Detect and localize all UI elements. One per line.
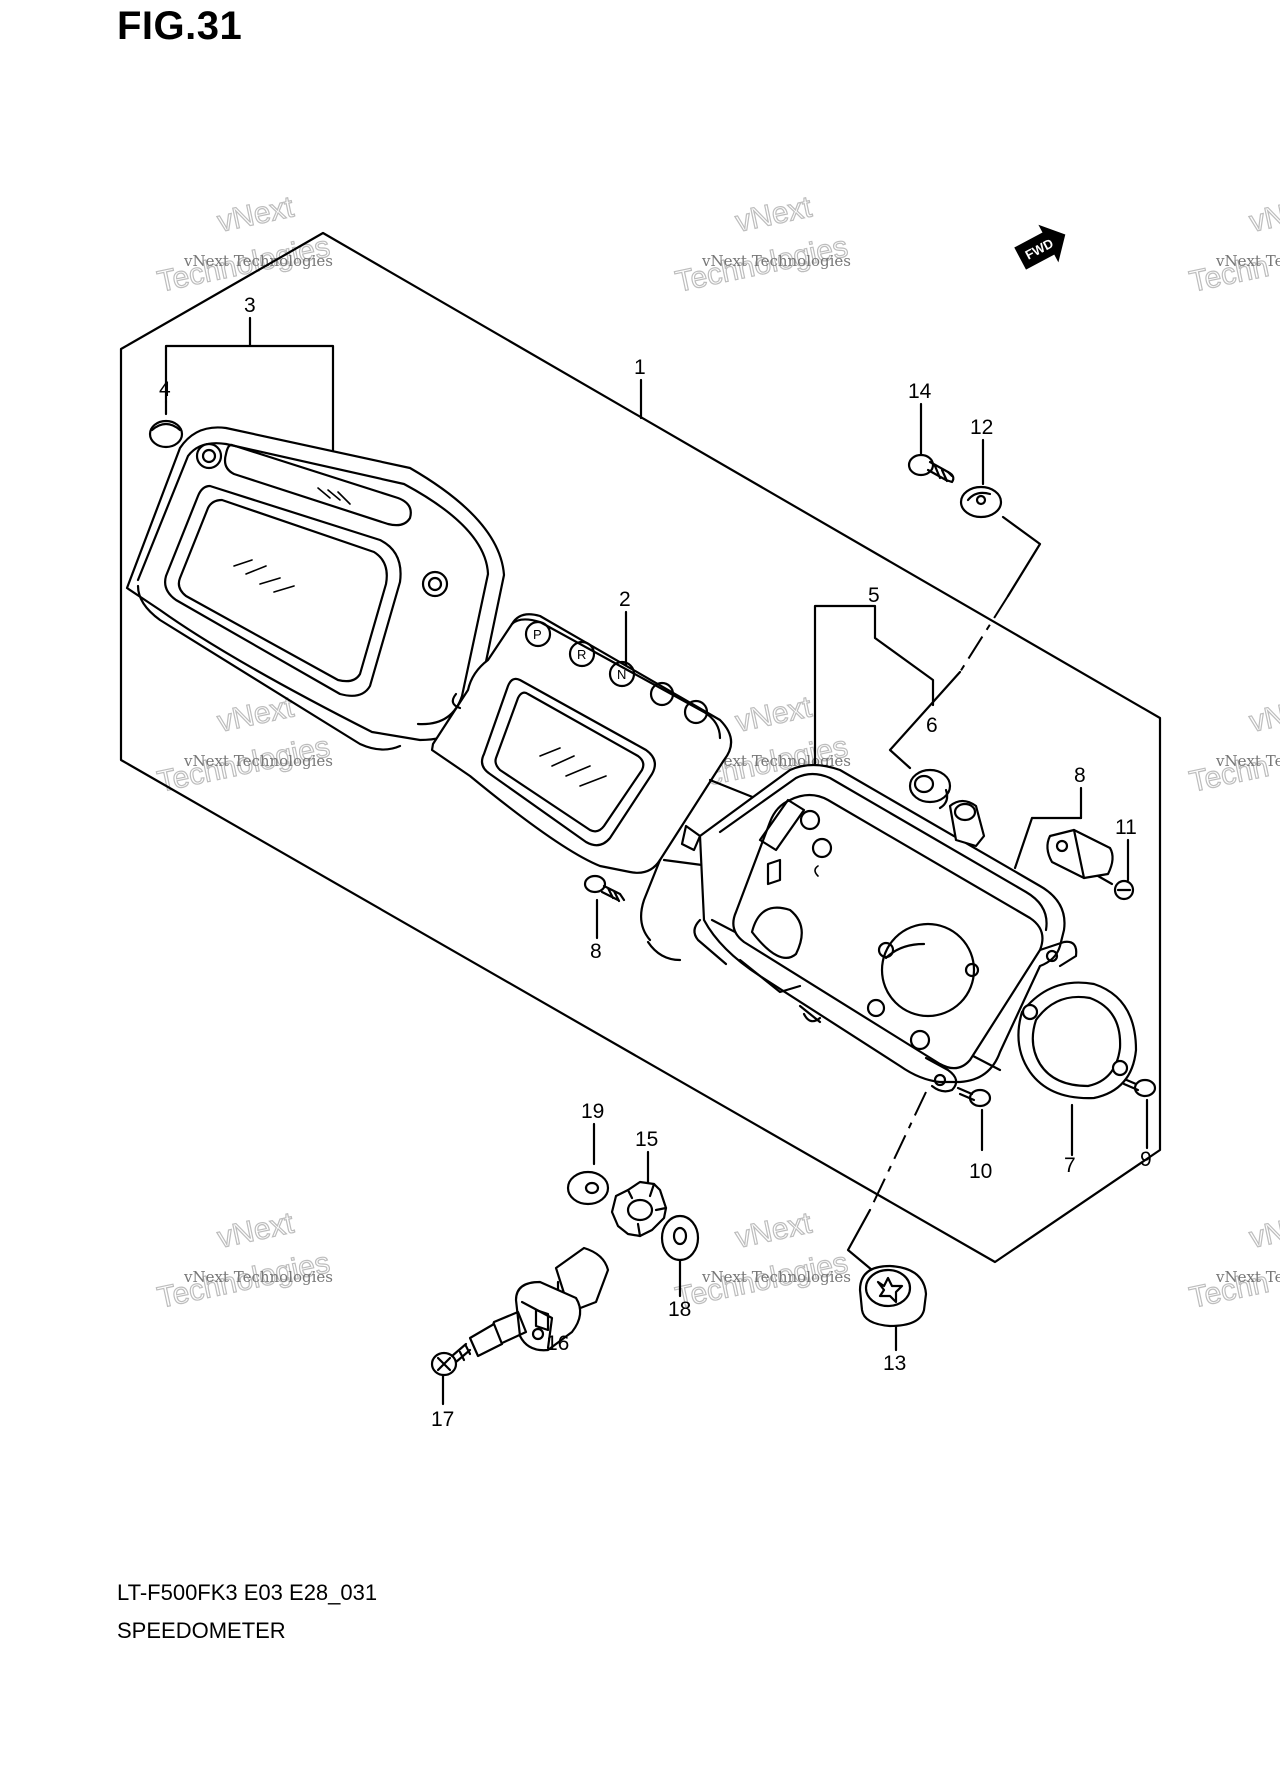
svg-text:vNext Technologies: vNext Technologies [701, 252, 851, 270]
watermark-top-center: vNext Technologies vNext Technologies [672, 190, 851, 300]
callout-6: 6 [926, 714, 938, 737]
screw-part-11 [1096, 874, 1135, 901]
bolt-part-14 [907, 453, 955, 484]
speed-sensor-part-16 [468, 1246, 610, 1358]
watermark-mid-left: vNext Technologies vNext Technologies [154, 690, 333, 800]
svg-text:vNext: vNext [215, 1206, 298, 1254]
svg-text:vNext Te: vNext Te [1215, 1268, 1280, 1286]
screw-part-9 [1120, 1076, 1157, 1098]
callout-labels: 1 2 3 4 5 6 7 8 8 9 10 11 12 13 14 15 16… [159, 294, 1152, 1431]
grommet-part-6 [908, 768, 952, 810]
svg-text:vNe: vNe [1247, 695, 1280, 738]
washer-part-19 [566, 1170, 610, 1206]
callout-1: 1 [634, 356, 646, 379]
indicator-panel-part-2: P R N [430, 613, 762, 874]
callout-2: 2 [619, 588, 631, 611]
svg-text:vNext: vNext [733, 690, 816, 738]
svg-text:vNext Te: vNext Te [1215, 752, 1280, 770]
svg-text:N: N [617, 667, 626, 682]
leader-3-bracket [164, 316, 335, 458]
screw-part-8-left [583, 874, 626, 903]
svg-text:vNext Technologies: vNext Technologies [183, 252, 333, 270]
callout-5: 5 [868, 584, 880, 607]
callout-8-left: 8 [590, 940, 602, 963]
assembly-outline [119, 231, 1162, 1264]
callout-11: 11 [1115, 816, 1137, 839]
fwd-direction-icon: FWD [1014, 224, 1066, 270]
cushion-part-8-right [1046, 828, 1114, 880]
callout-7: 7 [1064, 1154, 1076, 1177]
svg-text:vNext Te: vNext Te [1215, 252, 1280, 270]
svg-text:vNext: vNext [733, 1206, 816, 1254]
leader-5-bracket [813, 604, 935, 772]
lcd-housing-part-3 [125, 426, 506, 751]
svg-text:R: R [577, 647, 586, 662]
svg-text:vNe: vNe [1247, 1211, 1280, 1254]
svg-text:vNext Technologies: vNext Technologies [183, 752, 333, 770]
diagram-name: SPEEDOMETER [117, 1618, 286, 1643]
watermark-mid-right-edge: vNe Techn vNext Te [1186, 695, 1280, 800]
meter-case-part-1 [639, 763, 1078, 1093]
callout-10: 10 [969, 1160, 992, 1183]
leader-12-connector [1001, 515, 1042, 598]
screw-part-10 [956, 1086, 992, 1108]
callout-15: 15 [635, 1128, 658, 1151]
callout-9: 9 [1140, 1148, 1152, 1171]
callout-13: 13 [883, 1352, 906, 1375]
washer-part-12 [959, 485, 1003, 519]
callout-14: 14 [908, 380, 932, 403]
figure-title: FIG.31 [117, 4, 243, 48]
callout-8-right: 8 [1074, 764, 1086, 787]
mounting-boss [948, 799, 986, 848]
callout-4: 4 [159, 378, 171, 401]
callout-17: 17 [431, 1408, 454, 1431]
svg-text:vNext Technologies: vNext Technologies [183, 1268, 333, 1286]
leader-6-connector [888, 670, 962, 770]
washer-part-18 [660, 1214, 700, 1262]
leader-8-right-bracket [1013, 816, 1083, 870]
svg-text:P: P [533, 627, 542, 642]
svg-text:vNext Technologies: vNext Technologies [701, 1268, 851, 1286]
cap-part-13 [858, 1264, 928, 1328]
ring-part-7 [1017, 981, 1138, 1100]
axis-line-13 [869, 1091, 927, 1211]
svg-text:vNe: vNe [1247, 195, 1280, 238]
watermark-bottom-left: vNext Technologies vNext Technologies [154, 1206, 333, 1316]
gear-part-15 [610, 1180, 668, 1238]
watermark-bottom-center: vNext Technologies vNext Technologies [672, 1206, 851, 1316]
watermark-top-left: vNext Technologies vNext Technologies [154, 190, 333, 300]
watermark-top-right-edge: vNe Techn vNext Te [1186, 195, 1280, 300]
bolt-part-17 [430, 1342, 472, 1377]
callout-19: 19 [581, 1100, 604, 1123]
leader-13-connector [846, 1208, 874, 1272]
axis-line-12-6 [959, 595, 1009, 673]
callout-3: 3 [244, 294, 256, 317]
svg-text:vNext: vNext [733, 190, 816, 238]
callout-18: 18 [668, 1298, 691, 1321]
callout-16: 16 [546, 1332, 569, 1355]
watermark-bottom-right-edge: vNe Techn vNext Te [1186, 1211, 1280, 1316]
callout-12: 12 [970, 416, 993, 439]
grommet-part-4 [148, 419, 184, 449]
model-code: LT-F500FK3 E03 E28_031 [117, 1580, 378, 1605]
svg-text:vNext: vNext [215, 190, 298, 238]
